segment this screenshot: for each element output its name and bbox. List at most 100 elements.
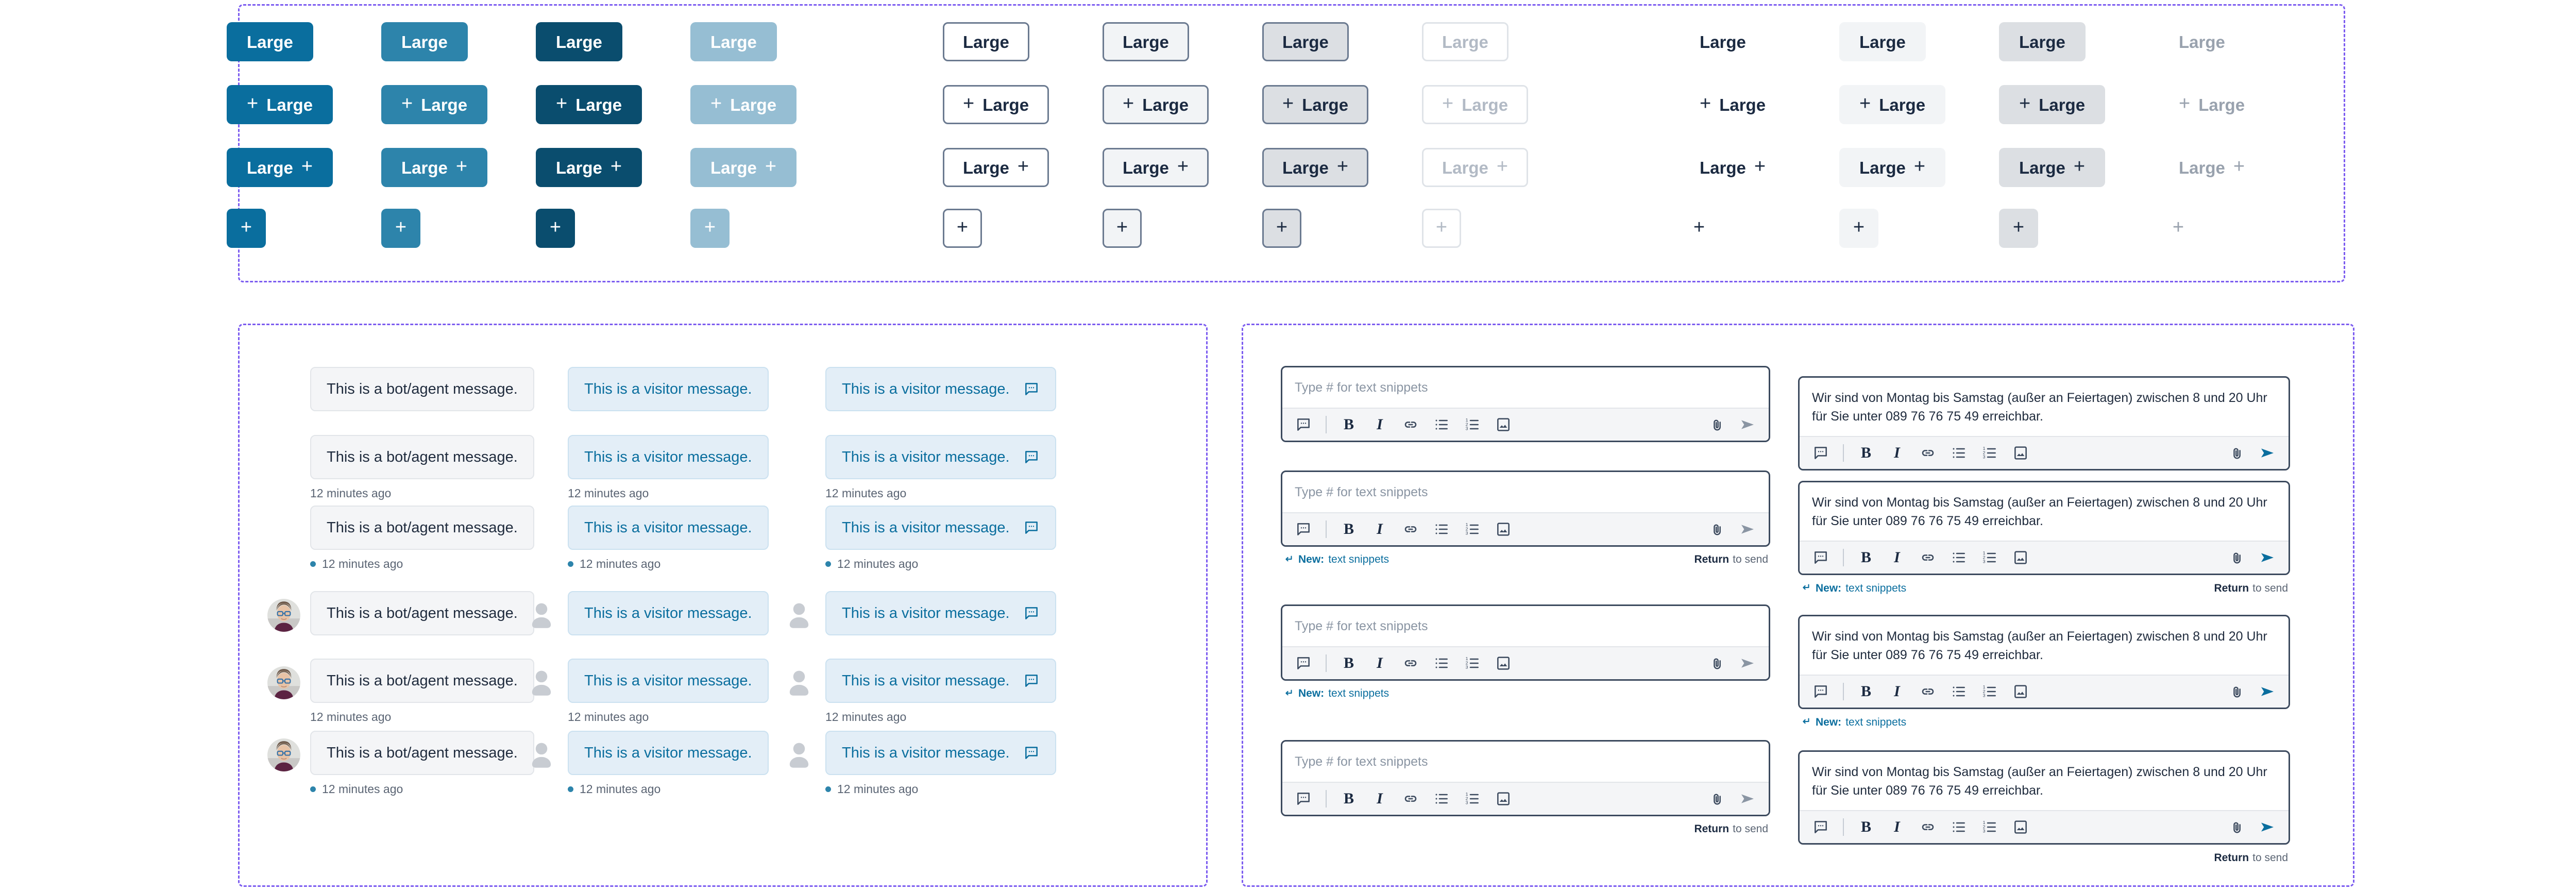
link-icon[interactable] — [1401, 653, 1420, 673]
new-text-snippets-link[interactable]: New:text snippets — [1283, 554, 1389, 565]
bold-icon[interactable]: B — [1343, 789, 1354, 807]
snippet-bubble-icon[interactable] — [1294, 789, 1313, 809]
button-secondary-active-text-only[interactable]: Large — [1262, 22, 1349, 61]
attachment-paperclip-icon[interactable] — [2227, 682, 2246, 701]
italic-icon[interactable]: I — [1894, 549, 1900, 566]
chat-bubble-icon[interactable] — [1023, 519, 1040, 536]
button-secondary-active-trailing-icon[interactable]: Large+ — [1262, 148, 1369, 187]
snippet-bubble-icon[interactable] — [1294, 415, 1313, 434]
button-tertiary-active-trailing-icon[interactable]: Large+ — [1999, 148, 2106, 187]
button-primary-hover-leading-icon[interactable]: +Large — [381, 85, 488, 124]
new-text-snippets-link[interactable]: New:text snippets — [1283, 688, 1389, 699]
send-arrow-icon[interactable] — [2258, 817, 2277, 837]
link-icon[interactable] — [1918, 817, 1938, 837]
bulleted-list-icon[interactable] — [1949, 817, 1969, 837]
bold-icon[interactable]: B — [1860, 549, 1871, 566]
italic-icon[interactable]: I — [1377, 415, 1383, 433]
composer-placeholder[interactable]: Type # for text snippets — [1295, 485, 1428, 499]
button-secondary-hover-icon-only[interactable]: + — [1103, 209, 1142, 248]
button-primary-default-text-only[interactable]: Large — [227, 22, 313, 61]
button-tertiary-default-trailing-icon[interactable]: Large+ — [1680, 148, 1786, 187]
link-icon[interactable] — [1918, 443, 1938, 463]
snippet-bubble-icon[interactable] — [1811, 443, 1831, 463]
attachment-paperclip-icon[interactable] — [2227, 443, 2246, 463]
button-tertiary-default-icon-only[interactable]: + — [1680, 209, 1719, 248]
button-secondary-hover-trailing-icon[interactable]: Large+ — [1103, 148, 1209, 187]
image-icon[interactable] — [1494, 789, 1513, 809]
button-tertiary-active-icon-only[interactable]: + — [1999, 209, 2038, 248]
button-tertiary-hover-icon-only[interactable]: + — [1839, 209, 1878, 248]
button-primary-hover-icon-only[interactable]: + — [381, 209, 420, 248]
button-primary-hover-trailing-icon[interactable]: Large+ — [381, 148, 488, 187]
composer-placeholder[interactable]: Type # for text snippets — [1295, 619, 1428, 633]
link-icon[interactable] — [1401, 789, 1420, 809]
button-secondary-default-text-only[interactable]: Large — [943, 22, 1029, 61]
new-text-snippets-link[interactable]: New:text snippets — [1800, 716, 1906, 728]
new-text-snippets-link[interactable]: New:text snippets — [1800, 582, 1906, 594]
bold-icon[interactable]: B — [1343, 520, 1354, 537]
button-tertiary-default-text-only[interactable]: Large — [1680, 22, 1766, 61]
attachment-paperclip-icon[interactable] — [1707, 653, 1726, 673]
button-secondary-default-trailing-icon[interactable]: Large+ — [943, 148, 1049, 187]
composer-text-value[interactable]: Wir sind von Montag bis Samstag (außer a… — [1812, 495, 2267, 528]
chat-bubble-icon[interactable] — [1023, 449, 1040, 465]
snippet-bubble-icon[interactable] — [1294, 653, 1313, 673]
button-primary-default-leading-icon[interactable]: +Large — [227, 85, 333, 124]
button-secondary-active-icon-only[interactable]: + — [1262, 209, 1301, 248]
button-primary-active-text-only[interactable]: Large — [536, 22, 622, 61]
bulleted-list-icon[interactable] — [1949, 682, 1969, 701]
bulleted-list-icon[interactable] — [1949, 548, 1969, 567]
image-icon[interactable] — [2011, 548, 2030, 567]
link-icon[interactable] — [1401, 519, 1420, 539]
button-tertiary-hover-leading-icon[interactable]: +Large — [1839, 85, 1946, 124]
button-primary-hover-text-only[interactable]: Large — [381, 22, 468, 61]
composer-text-value[interactable]: Wir sind von Montag bis Samstag (außer a… — [1812, 765, 2267, 798]
button-secondary-active-leading-icon[interactable]: +Large — [1262, 85, 1369, 124]
link-icon[interactable] — [1918, 548, 1938, 567]
button-secondary-hover-text-only[interactable]: Large — [1103, 22, 1189, 61]
chat-bubble-icon[interactable] — [1023, 605, 1040, 621]
image-icon[interactable] — [2011, 682, 2030, 701]
link-icon[interactable] — [1918, 682, 1938, 701]
attachment-paperclip-icon[interactable] — [2227, 817, 2246, 837]
snippet-bubble-icon[interactable] — [1294, 519, 1313, 539]
image-icon[interactable] — [1494, 415, 1513, 434]
italic-icon[interactable]: I — [1894, 818, 1900, 835]
image-icon[interactable] — [1494, 653, 1513, 673]
button-primary-active-leading-icon[interactable]: +Large — [536, 85, 642, 124]
bulleted-list-icon[interactable] — [1432, 415, 1451, 434]
italic-icon[interactable]: I — [1377, 789, 1383, 807]
button-secondary-default-leading-icon[interactable]: +Large — [943, 85, 1049, 124]
send-arrow-icon[interactable] — [2258, 548, 2277, 567]
italic-icon[interactable]: I — [1894, 444, 1900, 461]
bulleted-list-icon[interactable] — [1432, 653, 1451, 673]
button-tertiary-active-leading-icon[interactable]: +Large — [1999, 85, 2106, 124]
button-primary-active-trailing-icon[interactable]: Large+ — [536, 148, 642, 187]
image-icon[interactable] — [2011, 443, 2030, 463]
image-icon[interactable] — [2011, 817, 2030, 837]
attachment-paperclip-icon[interactable] — [1707, 789, 1726, 809]
button-primary-default-icon-only[interactable]: + — [227, 209, 266, 248]
link-icon[interactable] — [1401, 415, 1420, 434]
composer-placeholder[interactable]: Type # for text snippets — [1295, 754, 1428, 769]
attachment-paperclip-icon[interactable] — [2227, 548, 2246, 567]
send-arrow-icon[interactable] — [2258, 443, 2277, 463]
chat-bubble-icon[interactable] — [1023, 745, 1040, 761]
bold-icon[interactable]: B — [1343, 415, 1354, 433]
composer-text-value[interactable]: Wir sind von Montag bis Samstag (außer a… — [1812, 391, 2267, 424]
italic-icon[interactable]: I — [1894, 683, 1900, 700]
italic-icon[interactable]: I — [1377, 520, 1383, 537]
chat-bubble-icon[interactable] — [1023, 673, 1040, 689]
button-tertiary-active-text-only[interactable]: Large — [1999, 22, 2086, 61]
chat-bubble-icon[interactable] — [1023, 381, 1040, 397]
button-tertiary-hover-trailing-icon[interactable]: Large+ — [1839, 148, 1946, 187]
attachment-paperclip-icon[interactable] — [1707, 519, 1726, 539]
